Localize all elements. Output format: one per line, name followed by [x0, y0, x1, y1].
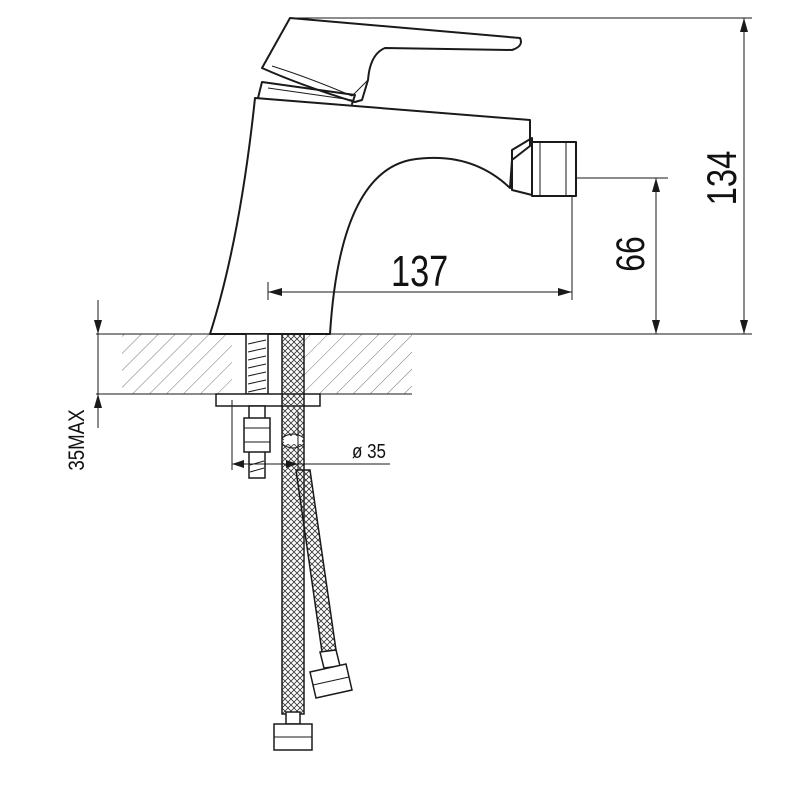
lever-handle [261, 17, 522, 103]
dimension-spout-reach: 137 [267, 196, 573, 300]
dimension-spout-height: 66 [576, 177, 668, 334]
hole-diameter-label: ø 35 [352, 440, 386, 463]
faucet-body [209, 81, 531, 335]
dimension-hole-diameter: ø 35 [231, 400, 390, 470]
spout-reach-label: 137 [391, 247, 448, 296]
total-height-label: 134 [698, 151, 745, 206]
flexible-hoses [273, 333, 353, 751]
dimension-total-height: 134 [290, 17, 752, 334]
spout-height-label: 66 [608, 236, 653, 272]
dimension-deck-thickness: 35MAX [66, 300, 122, 471]
bidet-nozzle [511, 137, 577, 197]
deck-thickness-label: 35MAX [66, 409, 90, 471]
